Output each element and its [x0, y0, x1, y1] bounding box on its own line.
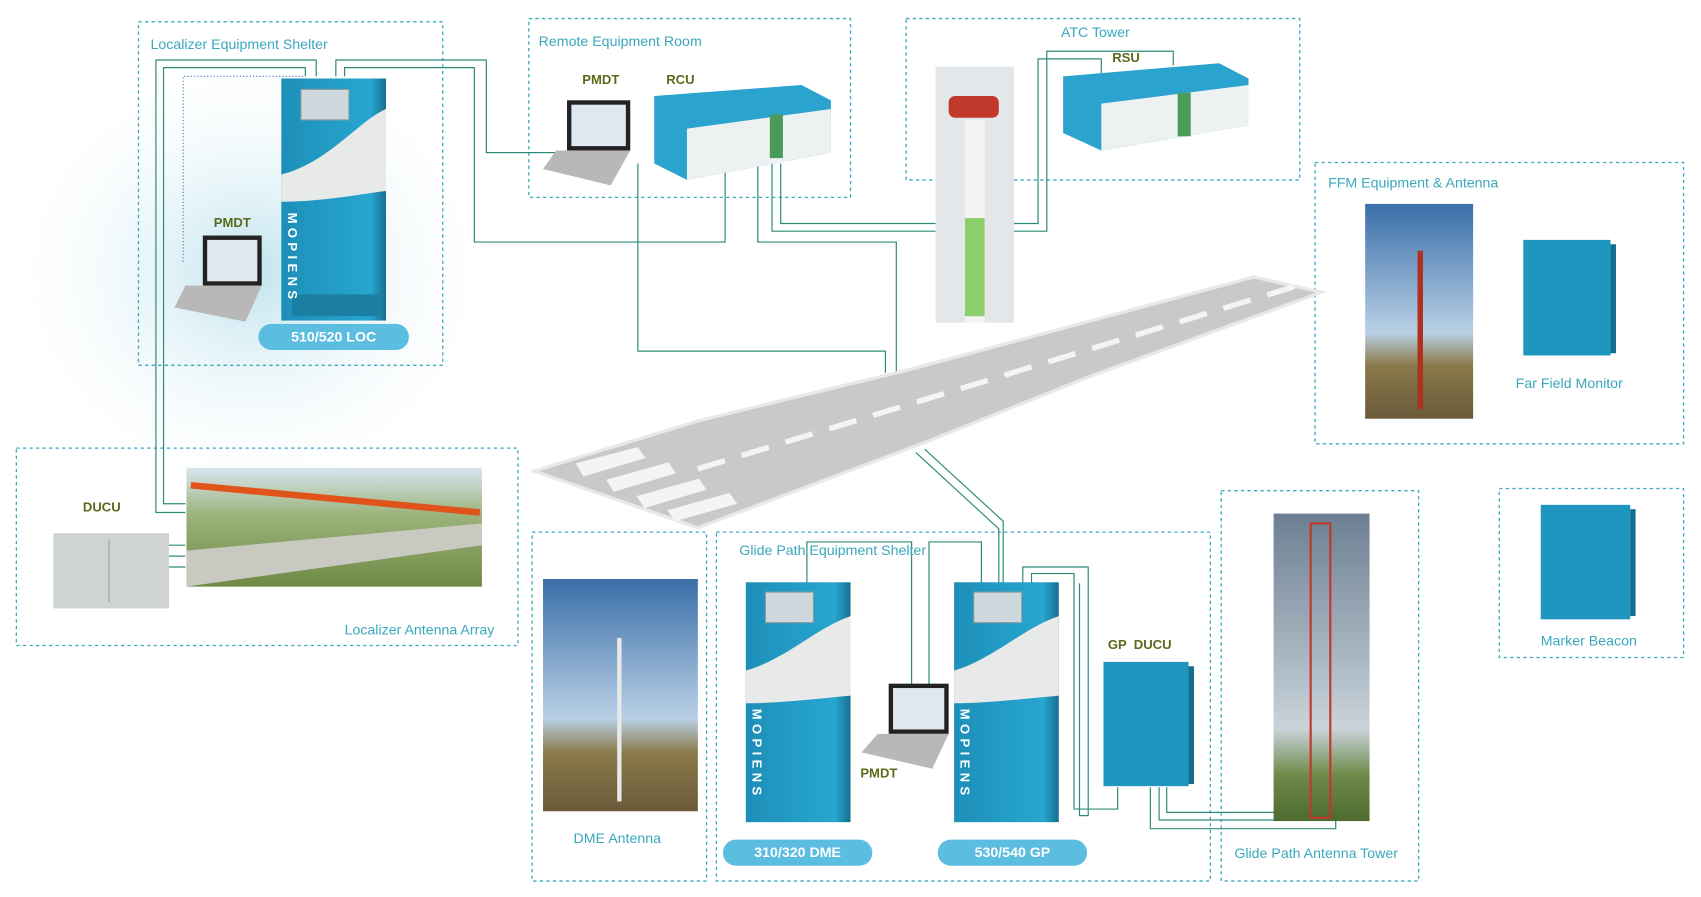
gp-cabinet: [954, 582, 1059, 823]
brand-logo-dme: MOPIENS: [749, 708, 765, 800]
zone-label-dme-antenna: DME Antenna: [573, 829, 662, 847]
rsu-unit: [1063, 63, 1249, 151]
dme-antenna-photo: [543, 579, 698, 812]
zone-label-gp-tower: Glide Path Antenna Tower: [1234, 845, 1398, 862]
laptop-icon: [174, 235, 262, 322]
zone-marker-beacon: [1498, 487, 1685, 659]
gp-ducu-unit: [1103, 661, 1194, 787]
localizer-array-photo: [186, 467, 482, 587]
label-pmdt-gp: PMDT: [860, 765, 898, 781]
ducu-unit: [53, 533, 170, 609]
laptop-icon: [543, 100, 631, 186]
rcu-unit: [654, 85, 831, 180]
zone-gp-shelter: [715, 531, 1211, 882]
zone-label-loc-shelter: Localizer Equipment Shelter: [150, 35, 328, 53]
runway: [529, 275, 1328, 530]
zone-atc-tower: [905, 17, 1301, 181]
ffm-mast: [1417, 250, 1423, 409]
loc-cabinet: [281, 78, 387, 321]
brand-logo-gp: MOPIENS: [957, 708, 973, 800]
zone-loc-shelter: [137, 21, 444, 366]
badge-dme: 310/320 DME: [722, 839, 873, 866]
zone-label-loc-array: Localizer Antenna Array: [344, 621, 495, 638]
gp-antenna-tower-photo: [1273, 513, 1370, 822]
zone-gp-tower: [1220, 490, 1420, 882]
label-pmdt-loc: PMDT: [213, 214, 251, 231]
zone-label-atc-tower: ATC Tower: [1060, 23, 1130, 41]
zone-label-marker-beacon: Marker Beacon: [1540, 632, 1637, 649]
dme-cabinet: [745, 582, 851, 823]
far-field-monitor-unit: [1523, 239, 1616, 356]
label-ducu: DUCU: [82, 499, 121, 515]
dotted-link: [182, 75, 304, 262]
label-gp-ducu: GP DUCU: [1107, 636, 1172, 653]
zone-label-ffm: FFM Equipment & Antenna: [1328, 174, 1499, 191]
zone-label-gp-shelter: Glide Path Equipment Shelter: [739, 541, 927, 559]
brand-logo-loc: MOPIENS: [284, 212, 300, 304]
label-rsu: RSU: [1112, 50, 1140, 66]
marker-beacon-unit: [1540, 504, 1636, 620]
atc-tower-photo: [935, 66, 1015, 323]
badge-loc: 510/520 LOC: [258, 323, 409, 351]
zone-label-remote-room: Remote Equipment Room: [538, 32, 702, 50]
laptop-icon: [861, 683, 949, 769]
label-far-field-monitor: Far Field Monitor: [1515, 375, 1623, 392]
label-rcu: RCU: [666, 71, 695, 88]
label-pmdt-remote: PMDT: [582, 71, 620, 88]
zone-dme-antenna: [531, 531, 708, 882]
badge-gp: 530/540 GP: [937, 839, 1088, 866]
zone-loc-array: [15, 447, 519, 647]
zone-remote-room: [528, 17, 852, 199]
